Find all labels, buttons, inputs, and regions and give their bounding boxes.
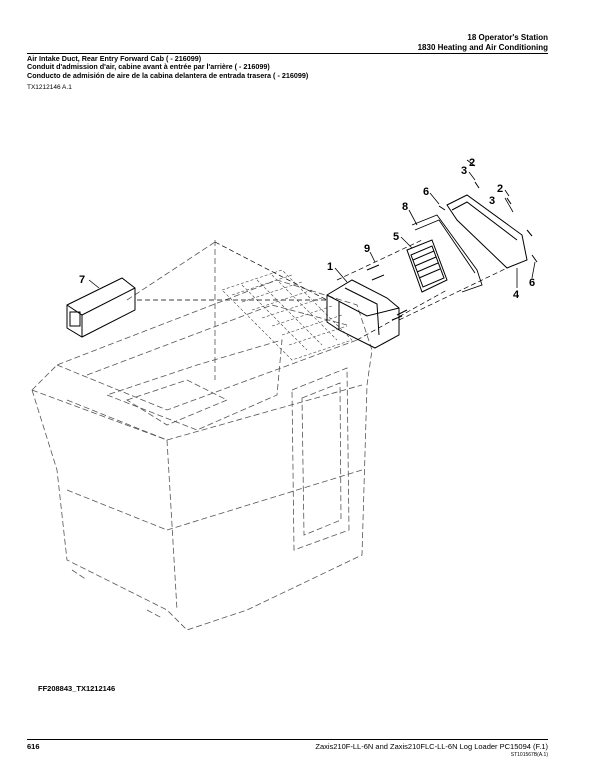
callout-2-top: 2 [469, 157, 475, 169]
part-5-filter [406, 239, 448, 293]
title-french: Conduit d'admission d'air, cabine avant … [27, 62, 270, 72]
part-4-cover [446, 194, 528, 269]
parts-illustration: 7 1 9 5 8 6 3 2 2 3 4 6 [31, 157, 538, 631]
part-9-gasket [411, 214, 483, 293]
callout-8: 9 [364, 243, 370, 255]
callout-6-top: 6 [423, 186, 429, 198]
footer-code: ST101567B(A.1) [510, 752, 548, 758]
document-reference: TX1212146 A.1 [27, 84, 72, 91]
page-number: 616 [27, 742, 40, 751]
callout-3-left: 3 [461, 165, 467, 177]
callout-3-right: 3 [489, 195, 495, 207]
roof-vent-grid [221, 269, 353, 361]
subsection-heading: 1830 Heating and Air Conditioning [417, 43, 548, 52]
footer-rule [27, 739, 548, 740]
callout-1: 1 [327, 261, 333, 273]
callout-7: 7 [79, 274, 85, 286]
callout-9: 8 [402, 201, 408, 213]
callout-labels: 7 1 9 5 8 6 3 2 2 3 4 6 [79, 157, 535, 301]
part-1-housing [326, 279, 400, 349]
footer-product-line: Zaxis210F-LL-6N and Zaxis210FLC-LL-6N Lo… [315, 742, 548, 751]
title-english: Air Intake Duct, Rear Entry Forward Cab … [27, 54, 202, 63]
callout-6-right: 6 [529, 277, 535, 289]
callout-5: 5 [393, 231, 399, 243]
figure-identifier: FF208843_TX1212146 [38, 684, 116, 693]
callout-leaders [88, 159, 536, 289]
section-heading: 18 Operator's Station [467, 33, 548, 42]
callout-4: 4 [513, 289, 520, 301]
exploded-parts-diagram: 7 1 9 5 8 6 3 2 2 3 4 6 [27, 140, 557, 680]
figure-titles: Air Intake Duct, Rear Entry Forward Cab … [27, 54, 309, 80]
title-spanish: Conducto de admisión de aire de la cabin… [27, 70, 309, 80]
callout-2-right: 2 [497, 183, 503, 195]
assembly-guide-lines [137, 239, 508, 341]
header-rule [27, 53, 548, 54]
part-7-duct [66, 277, 136, 338]
